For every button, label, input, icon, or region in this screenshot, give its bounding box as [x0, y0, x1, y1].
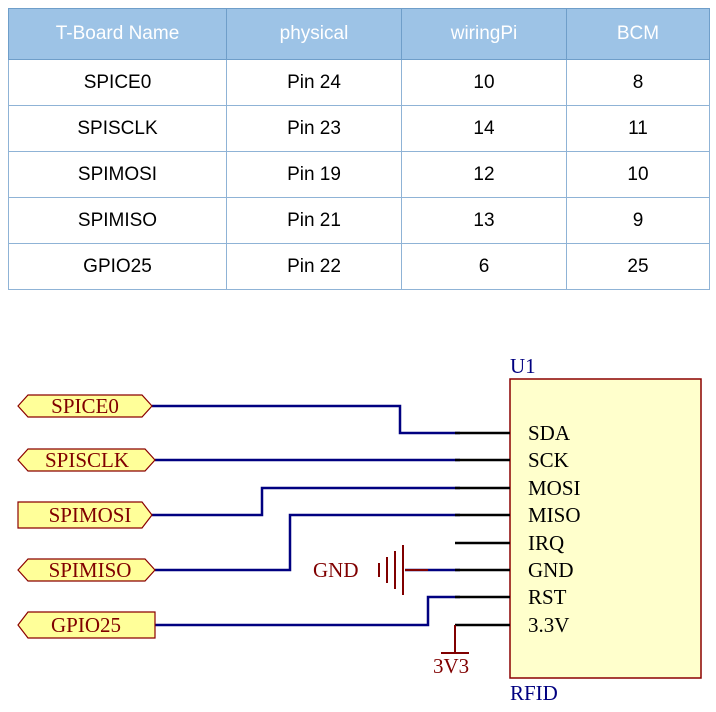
gnd-label: GND: [313, 558, 359, 582]
cell-wiringpi: 10: [401, 59, 567, 106]
port-spisclk-tag: [17, 448, 156, 472]
rfid-wiring-schematic: U1 RFID SDA SCK MOSI MISO IRQ GND RST 3.…: [17, 354, 702, 705]
port-label-spimiso: SPIMISO: [49, 558, 132, 582]
pin-label-sck: SCK: [528, 448, 569, 472]
cell-physical: Pin 23: [226, 105, 402, 152]
port-label-spimosi: SPIMOSI: [49, 503, 132, 527]
wire-spice0: [152, 404, 460, 435]
cell-physical: Pin 24: [226, 59, 402, 106]
cell-wiringpi: 13: [401, 197, 567, 244]
header-tboard-name: T-Board Name: [8, 8, 227, 60]
header-physical: physical: [226, 8, 402, 60]
table-row: SPICE0 Pin 24 10 8: [8, 59, 710, 106]
pin-label-sda: SDA: [528, 421, 571, 445]
port-spimosi-tag: [17, 501, 153, 529]
table-row: SPISCLK Pin 23 14 11: [8, 105, 710, 152]
port-label-spice0: SPICE0: [51, 394, 119, 418]
pin-label-3v3: 3.3V: [528, 613, 569, 637]
cell-bcm: 9: [566, 197, 710, 244]
component-name: RFID: [510, 681, 558, 705]
cell-name: SPISCLK: [8, 105, 227, 152]
pin-mapping-table: T-Board Name physical wiringPi BCM SPICE…: [8, 8, 710, 290]
cell-wiringpi: 6: [401, 243, 567, 290]
port-spimiso: SPIMISO: [17, 558, 156, 582]
cell-name: SPICE0: [8, 59, 227, 106]
port-spimiso-tag: [17, 558, 156, 582]
pin-label-gnd: GND: [528, 558, 574, 582]
table-row: GPIO25 Pin 22 6 25: [8, 243, 710, 290]
pin-label-irq: IRQ: [528, 531, 564, 555]
cell-name: GPIO25: [8, 243, 227, 290]
cell-bcm: 25: [566, 243, 710, 290]
header-bcm: BCM: [566, 8, 710, 60]
cell-name: SPIMOSI: [8, 151, 227, 198]
table-header-row: T-Board Name physical wiringPi BCM: [8, 8, 710, 60]
port-gpio25: GPIO25: [17, 611, 156, 639]
cell-bcm: 11: [566, 105, 710, 152]
table-row: SPIMOSI Pin 19 12 10: [8, 151, 710, 198]
cell-physical: Pin 22: [226, 243, 402, 290]
cell-bcm: 10: [566, 151, 710, 198]
rfid-chip-body: [509, 378, 702, 679]
pin-label-mosi: MOSI: [528, 476, 581, 500]
port-label-spisclk: SPISCLK: [45, 448, 129, 472]
port-spice0: SPICE0: [17, 394, 153, 418]
ground-icon: [378, 545, 428, 595]
cell-wiringpi: 12: [401, 151, 567, 198]
cell-physical: Pin 21: [226, 197, 402, 244]
wire-spimiso: [155, 513, 460, 572]
port-spice0-tag: [17, 394, 153, 418]
component-ref: U1: [510, 354, 536, 378]
port-label-gpio25: GPIO25: [51, 613, 121, 637]
port-gpio25-tag: [17, 611, 156, 639]
wires: [152, 404, 460, 627]
power-3v3-icon: [441, 625, 469, 654]
power-label: 3V3: [433, 654, 469, 678]
cell-wiringpi: 14: [401, 105, 567, 152]
pin-lines: [455, 431, 510, 627]
header-wiringpi: wiringPi: [401, 8, 567, 60]
cell-name: SPIMISO: [8, 197, 227, 244]
wire-spimosi: [152, 486, 460, 517]
port-spisclk: SPISCLK: [17, 448, 156, 472]
pin-label-miso: MISO: [528, 503, 581, 527]
cell-bcm: 8: [566, 59, 710, 106]
wire-gpio25: [155, 595, 460, 627]
pin-label-rst: RST: [528, 585, 567, 609]
cell-physical: Pin 19: [226, 151, 402, 198]
port-spimosi: SPIMOSI: [17, 501, 153, 529]
table-row: SPIMISO Pin 21 13 9: [8, 197, 710, 244]
pin-labels: SDA SCK MOSI MISO IRQ GND RST 3.3V: [528, 421, 581, 637]
